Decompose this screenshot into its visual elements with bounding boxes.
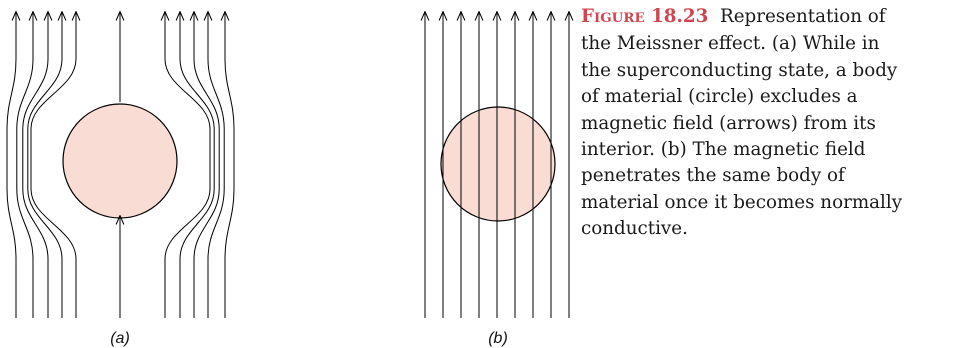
panel-b-normal: (b) (425, 12, 569, 347)
caption-line-8: material once it becomes normally (581, 190, 963, 216)
field-line (180, 12, 214, 318)
field-line (194, 12, 219, 318)
meissner-diagram: (a) (b) (0, 0, 575, 348)
caption-line-7: penetrates the same body of (581, 163, 963, 189)
field-line (7, 12, 16, 318)
field-line (225, 12, 234, 318)
caption-line-2: the Meissner effect. (a) While in (581, 31, 963, 57)
caption-line-6: interior. (b) The magnetic field (581, 137, 963, 163)
caption-line-4: of material (circle) excludes a (581, 84, 963, 110)
caption-line-3: the superconducting state, a body (581, 58, 963, 84)
field-line (23, 12, 48, 318)
figure-label: FIGURE 18.23 (581, 6, 708, 27)
caption-line-5: magnetic field (arrows) from its (581, 111, 963, 137)
normal-body (441, 107, 555, 221)
panel-label-b: (b) (488, 330, 508, 347)
superconducting-body (63, 104, 177, 218)
figure-caption: FIGURE 18.23 Representation of the Meiss… (581, 4, 963, 243)
panel-a-superconducting: (a) (7, 12, 234, 347)
caption-line-9: conductive. (581, 216, 963, 242)
panel-label-a: (a) (110, 330, 130, 347)
caption-line-1: FIGURE 18.23 Representation of (581, 4, 963, 31)
